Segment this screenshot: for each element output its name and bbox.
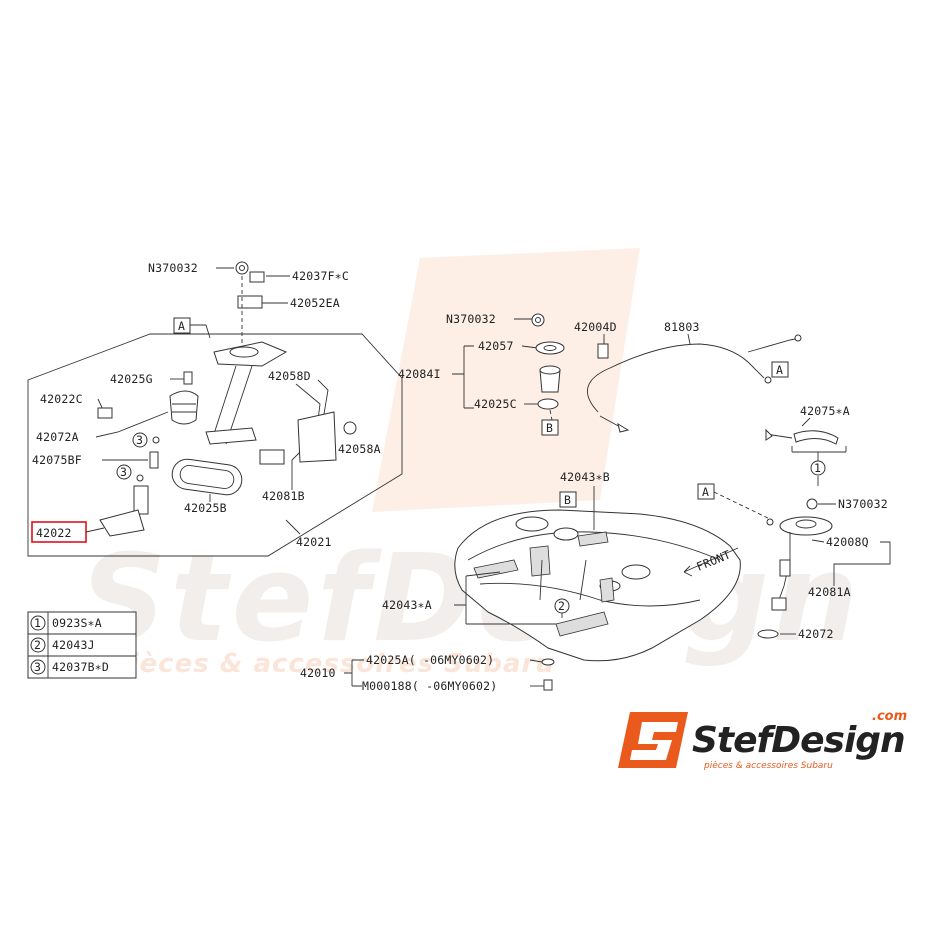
brand-logo: StefDesign .com pièces & accessoires Sub… — [618, 709, 907, 771]
label-42075a: 42075∗A — [800, 404, 850, 418]
fuel-pump-body — [169, 390, 199, 425]
marker-2-text: 2 — [558, 599, 565, 613]
label-42022: 42022 — [36, 526, 72, 540]
marker-3-a-text: 3 — [136, 433, 143, 447]
label-42025c: 42025C — [474, 397, 517, 411]
fuel-tank-body — [454, 509, 741, 662]
float-block — [259, 449, 285, 465]
label-42081a: 42081A — [808, 585, 851, 599]
marker-3-a — [132, 432, 148, 448]
marker-1-text: 1 — [814, 461, 821, 475]
connector-icon — [97, 407, 113, 419]
watermark-tagline: pièces & accessoires Subaru — [109, 649, 555, 679]
tank-pad-5 — [599, 577, 615, 603]
front-arrow-icon — [683, 547, 739, 577]
gasket-42025c — [537, 398, 559, 410]
logo-tagline: pièces & accessoires Subaru — [703, 760, 833, 771]
strainer-net — [99, 509, 145, 537]
label-42043b: 42043∗B — [560, 470, 610, 484]
center-fittings-group: N370032 42004D 81803 42057 42084I 42025C… — [398, 312, 802, 436]
clip-icon — [249, 271, 265, 283]
ref-box-a-left — [173, 317, 191, 334]
logo-domain: .com — [872, 709, 907, 724]
right-sender-group: 42075∗A 1 A N370032 42008Q 42081A 42072 — [697, 404, 891, 641]
label-42075bf: 42075BF — [32, 453, 82, 467]
marker-3-b-text: 3 — [120, 465, 127, 479]
sender-flange — [779, 516, 833, 536]
seal-42072 — [757, 629, 779, 639]
vent-hose-81803 — [587, 343, 765, 413]
ref-a-mid-text: A — [776, 363, 783, 377]
hose-icon — [149, 451, 159, 469]
label-42025b: 42025B — [184, 501, 227, 515]
label-42022c: 42022C — [40, 392, 83, 406]
watermark-logo-shape — [372, 248, 640, 512]
ref-b-mid-text: B — [546, 421, 553, 435]
label-81803: 81803 — [664, 320, 700, 334]
legend-code-1: 0923S∗A — [52, 616, 102, 630]
ref-box-b-tank — [559, 491, 577, 508]
legend-code-2: 42043J — [52, 638, 95, 652]
label-42037fc: 42037F∗C — [292, 269, 349, 283]
label-42021: 42021 — [296, 535, 332, 549]
logo-brand: StefDesign — [692, 720, 905, 761]
clamp-icon — [183, 371, 193, 385]
legend-num-3: 3 — [34, 660, 41, 674]
gasket-42025b — [171, 458, 243, 496]
label-42072a: 42072A — [36, 430, 79, 444]
assembly-outline — [27, 333, 403, 557]
ref-a-left-text: A — [178, 319, 185, 333]
ref-box-a-right — [697, 483, 715, 500]
label-42081b: 42081B — [262, 489, 305, 503]
ref-box-b-mid — [541, 419, 559, 436]
marker-1 — [810, 460, 826, 476]
label-42084i: 42084I — [398, 367, 441, 381]
fuel-filter — [133, 485, 149, 515]
ref-a-right-text: A — [702, 485, 709, 499]
watermark: StefDesign pièces & accessoires Subaru — [80, 248, 858, 679]
tank-pad-3 — [577, 531, 609, 547]
legend-code-3: 42037B∗D — [52, 660, 109, 674]
label-42025a-note: 42025A( -06MY0602) — [366, 653, 494, 667]
label-42004d: 42004D — [574, 320, 617, 334]
drain-plug — [543, 679, 553, 691]
label-n370032-top: N370032 — [148, 261, 198, 275]
valve-icon — [597, 343, 609, 359]
ring-42057 — [535, 341, 565, 355]
label-m000188-note: M000188( -06MY0602) — [362, 679, 497, 693]
label-42010: 42010 — [300, 666, 336, 680]
pump-assembly-group: N370032 42037F∗C 42052EA A 42025G 42058D… — [27, 261, 403, 557]
label-42043a: 42043∗A — [382, 598, 432, 612]
hose-42075a — [793, 430, 839, 445]
label-42072: 42072 — [798, 627, 834, 641]
label-42052ea: 42052EA — [290, 296, 340, 310]
ref-b-tank-text: B — [564, 493, 571, 507]
label-42025g: 42025G — [110, 372, 153, 386]
tank-pad-4 — [555, 611, 609, 637]
ref-box-a-mid — [771, 361, 789, 378]
marker-3-b — [116, 464, 132, 480]
label-42058d: 42058D — [268, 369, 311, 383]
legend-num-2: 2 — [34, 638, 41, 652]
label-42057: 42057 — [478, 339, 514, 353]
label-42008q: 42008Q — [826, 535, 869, 549]
drain-gasket — [541, 658, 555, 666]
label-n370032-mid: N370032 — [446, 312, 496, 326]
label-n370032-right: N370032 — [838, 497, 888, 511]
bracket-icon — [237, 295, 263, 309]
level-sender — [297, 411, 337, 463]
tank-pad-2 — [529, 545, 551, 577]
label-42058a: 42058A — [338, 442, 381, 456]
fuel-tank-group: 42043∗B B 42043∗A 2 FRONT 42010 42025A( … — [300, 470, 741, 693]
legend-num-1: 1 — [34, 616, 41, 630]
legend-table: 1 0923S∗A 2 42043J 3 42037B∗D — [27, 611, 137, 679]
